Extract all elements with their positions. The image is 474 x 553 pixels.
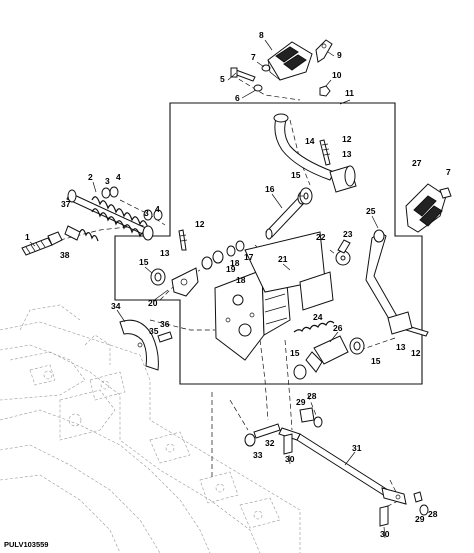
callout-13c: 13 [396,342,406,352]
callout-26: 26 [333,323,343,333]
callout-12c: 12 [411,348,421,358]
callout-18b: 18 [236,275,246,285]
part-3-4-nut-washer [101,186,163,221]
callout-11: 11 [345,88,354,98]
callout-12a: 12 [342,134,352,144]
part-37-38-clevis [64,225,99,242]
callout-15a: 15 [291,170,301,180]
callout-2: 2 [88,172,93,182]
part-17-20-hardware [171,240,245,297]
callout-14: 14 [305,136,315,146]
part-5-6-7-bolts [230,64,271,92]
part-1-stud [21,231,63,256]
callout-labels: 1 2 3 4 3 4 5 6 7 8 9 10 11 12 13 14 15 … [4,30,451,549]
part-9-link [315,39,333,63]
callout-24: 24 [313,312,323,322]
callout-20: 20 [148,298,158,308]
callout-15d: 15 [371,356,381,366]
callout-13a: 13 [342,149,352,159]
callout-28b: 28 [428,509,438,519]
callout-8: 8 [259,30,264,40]
part-15-bushings [150,187,365,380]
callout-35: 35 [149,326,159,336]
callout-13b: 13 [160,248,170,258]
callout-34: 34 [111,301,121,311]
callout-30a: 30 [285,454,295,464]
callout-6: 6 [235,93,240,103]
assembly-boundary [114,102,423,385]
part-31-rod [278,427,407,505]
callout-15b: 15 [139,257,149,267]
callout-5: 5 [220,74,225,84]
part-27-pedal-pad [405,183,452,233]
callout-38: 38 [60,250,70,260]
callout-19: 19 [226,264,236,274]
callout-15c: 15 [290,348,300,358]
part-26-lever [305,335,349,373]
tractor-frame-outline [0,304,301,553]
part-10-nut [319,85,331,97]
part-22-23-washers [335,239,351,266]
callout-23: 23 [343,229,353,239]
callout-36: 36 [160,319,170,329]
callout-16: 16 [265,184,275,194]
callout-4a: 4 [116,172,121,182]
callout-37: 37 [61,199,71,209]
part-21-bracket [214,231,334,361]
callout-28a: 28 [307,391,317,401]
figure-reference: PULV103559 [4,540,48,549]
callout-31: 31 [352,443,362,453]
part-8-pedal-pad [267,41,313,81]
callout-7a: 7 [251,52,256,62]
callout-17: 17 [244,252,254,262]
callout-10: 10 [332,70,342,80]
callout-3b: 3 [144,208,149,218]
callout-32: 32 [265,438,275,448]
callout-22: 22 [316,232,326,242]
callout-9: 9 [337,50,342,60]
callout-leaders [29,39,386,539]
callout-29a: 29 [296,397,306,407]
callout-27: 27 [412,158,422,168]
callout-25: 25 [366,206,376,216]
part-14-pedal-arm [273,113,357,193]
part-34-36-quadrant [119,319,173,371]
callout-12b: 12 [195,219,205,229]
callout-29b: 29 [415,514,425,524]
part-2-rod-spring [66,189,154,241]
part-25-clutch-arm [365,229,413,335]
callout-1: 1 [25,232,30,242]
callout-33: 33 [253,450,263,460]
callout-21: 21 [278,254,288,264]
part-28-33-hardware [244,407,429,527]
callout-3a: 3 [105,176,110,186]
callout-7b: 7 [446,167,451,177]
callout-4b: 4 [155,204,160,214]
part-24-spring [293,320,335,333]
callout-18a: 18 [230,258,240,268]
